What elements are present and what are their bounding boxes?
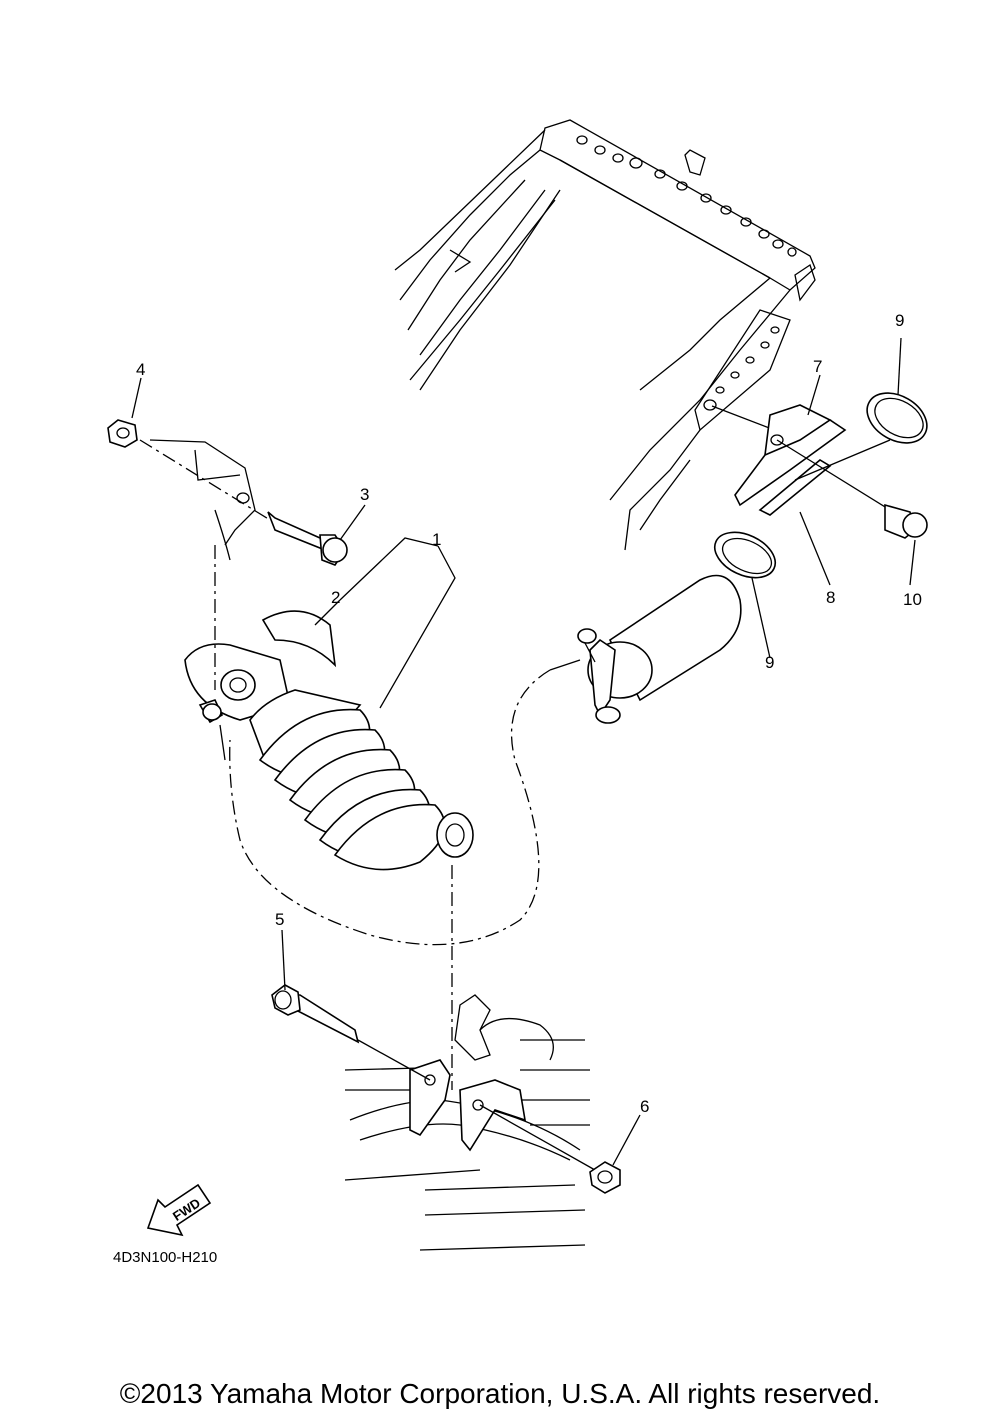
nut-6-drawing xyxy=(479,1104,621,1194)
leader-lines xyxy=(131,337,916,1166)
bolt-10-drawing xyxy=(884,503,928,539)
reservoir-canister-drawing xyxy=(549,574,742,724)
callout-6: 6 xyxy=(640,1097,649,1116)
clamp-9-upper-drawing xyxy=(794,392,928,481)
shock-absorber-drawing xyxy=(184,610,474,871)
callout-7: 7 xyxy=(813,357,822,376)
hose-line xyxy=(229,669,551,946)
copyright-notice: ©2013 Yamaha Motor Corporation, U.S.A. A… xyxy=(119,1378,881,1409)
callout-2: 2 xyxy=(331,588,340,607)
upper-mount-drawing xyxy=(149,439,256,561)
callout-4: 4 xyxy=(136,360,145,379)
fwd-arrow-icon: FWD xyxy=(146,1183,212,1237)
diagram-code: 4D3N100-H210 xyxy=(113,1249,217,1266)
callout-5: 5 xyxy=(275,910,284,929)
clamp-9-lower-drawing xyxy=(713,531,777,579)
callout-10: 10 xyxy=(903,590,922,609)
swingarm-drawing xyxy=(344,994,590,1251)
callout-9-upper: 9 xyxy=(895,311,904,330)
callout-3: 3 xyxy=(360,485,369,504)
reservoir-bracket-drawing xyxy=(734,404,891,516)
nut-4-drawing xyxy=(107,419,138,448)
callout-9-lower: 9 xyxy=(765,653,774,672)
callout-8: 8 xyxy=(826,588,835,607)
bolt-axis-4 xyxy=(139,439,271,521)
bolt-3-drawing xyxy=(267,511,348,566)
bolt-5-drawing xyxy=(271,984,431,1081)
callout-1: 1 xyxy=(432,530,441,549)
